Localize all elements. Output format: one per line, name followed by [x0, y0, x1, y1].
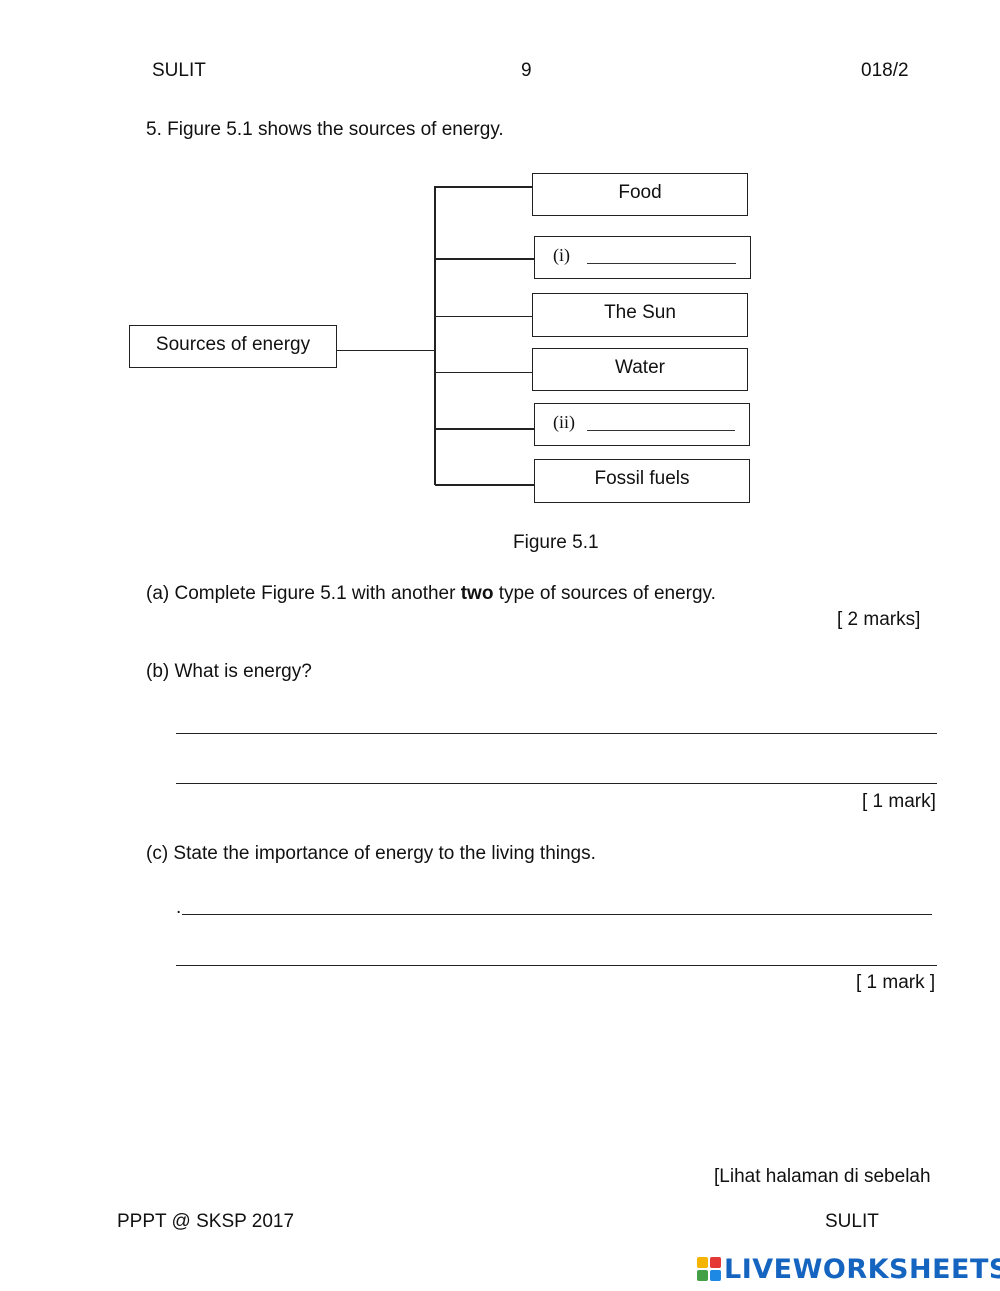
part-c-dot: .	[176, 897, 182, 918]
branch-connector-3	[435, 316, 532, 317]
branch-box-food: Food	[532, 173, 748, 216]
question-intro: 5. Figure 5.1 shows the sources of energ…	[146, 119, 504, 141]
part-c-marks: [ 1 mark ]	[856, 972, 936, 993]
part-a-marks: [ 2 marks]	[837, 609, 921, 630]
footer-copyright: PPPT @ SKSP 2017	[117, 1211, 295, 1232]
part-b-answer-line-2[interactable]	[176, 783, 937, 784]
part-c-text: (c) State the importance of energy to th…	[146, 843, 596, 864]
branch-connector-2	[435, 258, 534, 260]
branch-label-fossil-fuels: Fossil fuels	[594, 468, 690, 489]
part-a-text: (a) Complete Figure 5.1 with another two…	[146, 583, 716, 605]
branch-connector-6	[435, 484, 534, 486]
branch-box-water: Water	[532, 348, 748, 391]
branch-label-sun: The Sun	[604, 302, 676, 323]
part-c-answer-line-2[interactable]	[176, 965, 937, 966]
branch-connector-4	[435, 372, 532, 373]
logo-text: LIVEWORKSHEETS	[724, 1253, 1000, 1285]
paper-code: 018/2	[861, 60, 909, 81]
branch-box-sun: The Sun	[532, 293, 748, 337]
figure-caption: Figure 5.1	[513, 532, 599, 553]
question-number: 5.	[146, 119, 162, 140]
root-connector	[337, 350, 436, 351]
page-number: 9	[521, 60, 532, 81]
header-sulit: SULIT	[152, 60, 206, 81]
turn-page-note: [Lihat halaman di sebelah	[714, 1166, 931, 1187]
part-a-before: (a) Complete Figure 5.1 with another	[146, 583, 461, 604]
branch-box-fossil-fuels: Fossil fuels	[534, 459, 750, 503]
branch-box-blank-i: (i)	[534, 236, 751, 279]
part-a-bold: two	[460, 583, 494, 604]
root-box: Sources of energy	[129, 325, 337, 368]
logo-mark-icon	[697, 1257, 721, 1281]
root-label: Sources of energy	[155, 334, 311, 355]
part-b-answer-line-1[interactable]	[176, 733, 937, 734]
question-intro-text: Figure 5.1 shows the sources of energy.	[167, 119, 504, 140]
footer-sulit: SULIT	[825, 1211, 879, 1232]
trunk-line	[434, 186, 436, 485]
branch-label-water: Water	[615, 357, 665, 378]
branch-connector-1	[435, 186, 532, 188]
branch-label-food: Food	[618, 182, 662, 203]
branch-connector-5	[435, 428, 534, 430]
part-b-text: (b) What is energy?	[146, 661, 312, 682]
roman-numeral-i: (i)	[553, 245, 570, 265]
answer-blank-i[interactable]	[587, 263, 736, 264]
branch-box-blank-ii: (ii)	[534, 403, 750, 446]
liveworksheets-logo: LIVEWORKSHEETS	[697, 1253, 1000, 1285]
part-a-after: type of sources of energy.	[493, 583, 716, 604]
part-b-marks: [ 1 mark]	[862, 791, 936, 812]
answer-blank-ii[interactable]	[587, 430, 735, 431]
roman-numeral-ii: (ii)	[553, 412, 575, 432]
part-c-answer-line-1[interactable]	[182, 914, 932, 915]
